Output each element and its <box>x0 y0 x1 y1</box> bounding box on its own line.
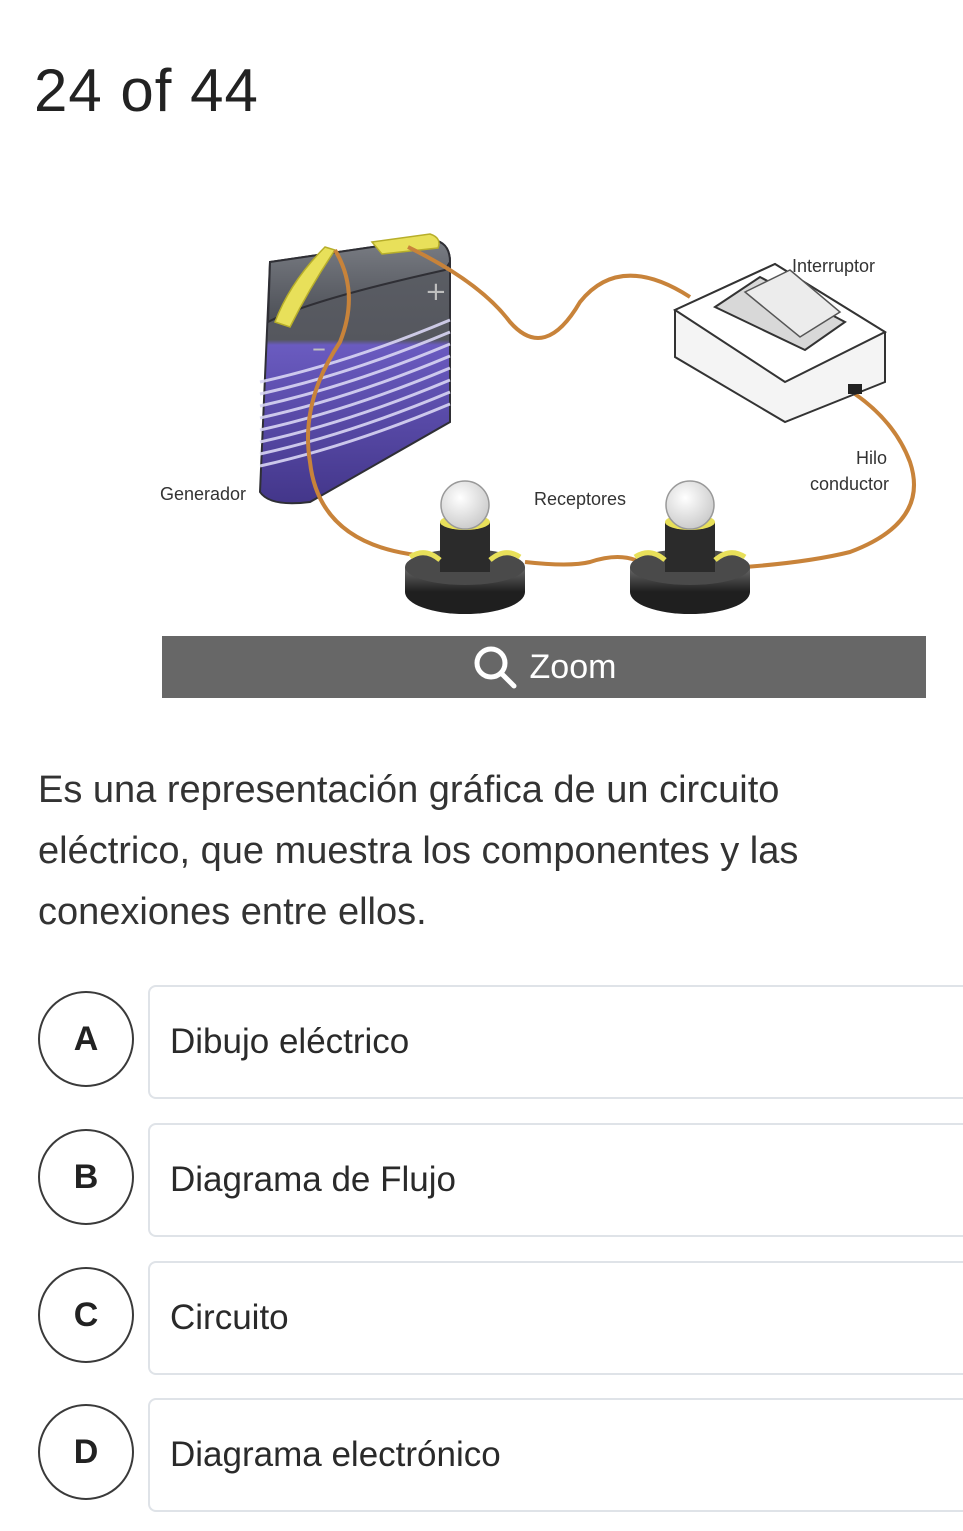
option-text-d[interactable]: Diagrama electrónico <box>148 1398 963 1512</box>
option-text-c[interactable]: Circuito <box>148 1261 963 1375</box>
label-wire-line1: Hilo <box>856 448 887 468</box>
zoom-label: Zoom <box>529 647 617 686</box>
label-receivers: Receptores <box>534 489 626 509</box>
question-counter: 24 of 44 <box>34 57 259 124</box>
option-c[interactable]: C Circuito <box>36 1261 963 1379</box>
battery-generator: + – <box>258 233 452 505</box>
option-text-a[interactable]: Dibujo eléctrico <box>148 985 963 1099</box>
option-d[interactable]: D Diagrama electrónico <box>36 1398 963 1516</box>
svg-text:–: – <box>312 331 326 364</box>
option-letter-a: A <box>38 991 134 1087</box>
label-generator: Generador <box>160 484 246 504</box>
option-letter-b: B <box>38 1129 134 1225</box>
option-a[interactable]: A Dibujo eléctrico <box>36 985 963 1103</box>
bulb-receptor-1 <box>405 480 525 614</box>
circuit-drawing: + – <box>160 233 916 614</box>
circuit-illustration: + – <box>150 222 930 622</box>
label-switch: Interruptor <box>792 256 875 276</box>
option-letter-d: D <box>38 1404 134 1500</box>
option-b[interactable]: B Diagrama de Flujo <box>36 1123 963 1241</box>
conductor-wire <box>306 245 916 569</box>
zoom-button[interactable]: Zoom <box>162 636 926 698</box>
label-wire-line2: conductor <box>810 474 889 494</box>
bulb-receptor-2 <box>630 480 750 614</box>
svg-text:+: + <box>425 277 447 307</box>
option-text-b[interactable]: Diagrama de Flujo <box>148 1123 963 1237</box>
switch-component <box>672 262 888 424</box>
search-icon <box>474 646 517 689</box>
option-letter-c: C <box>38 1267 134 1363</box>
question-text: Es una representación gráfica de un circ… <box>38 769 799 933</box>
